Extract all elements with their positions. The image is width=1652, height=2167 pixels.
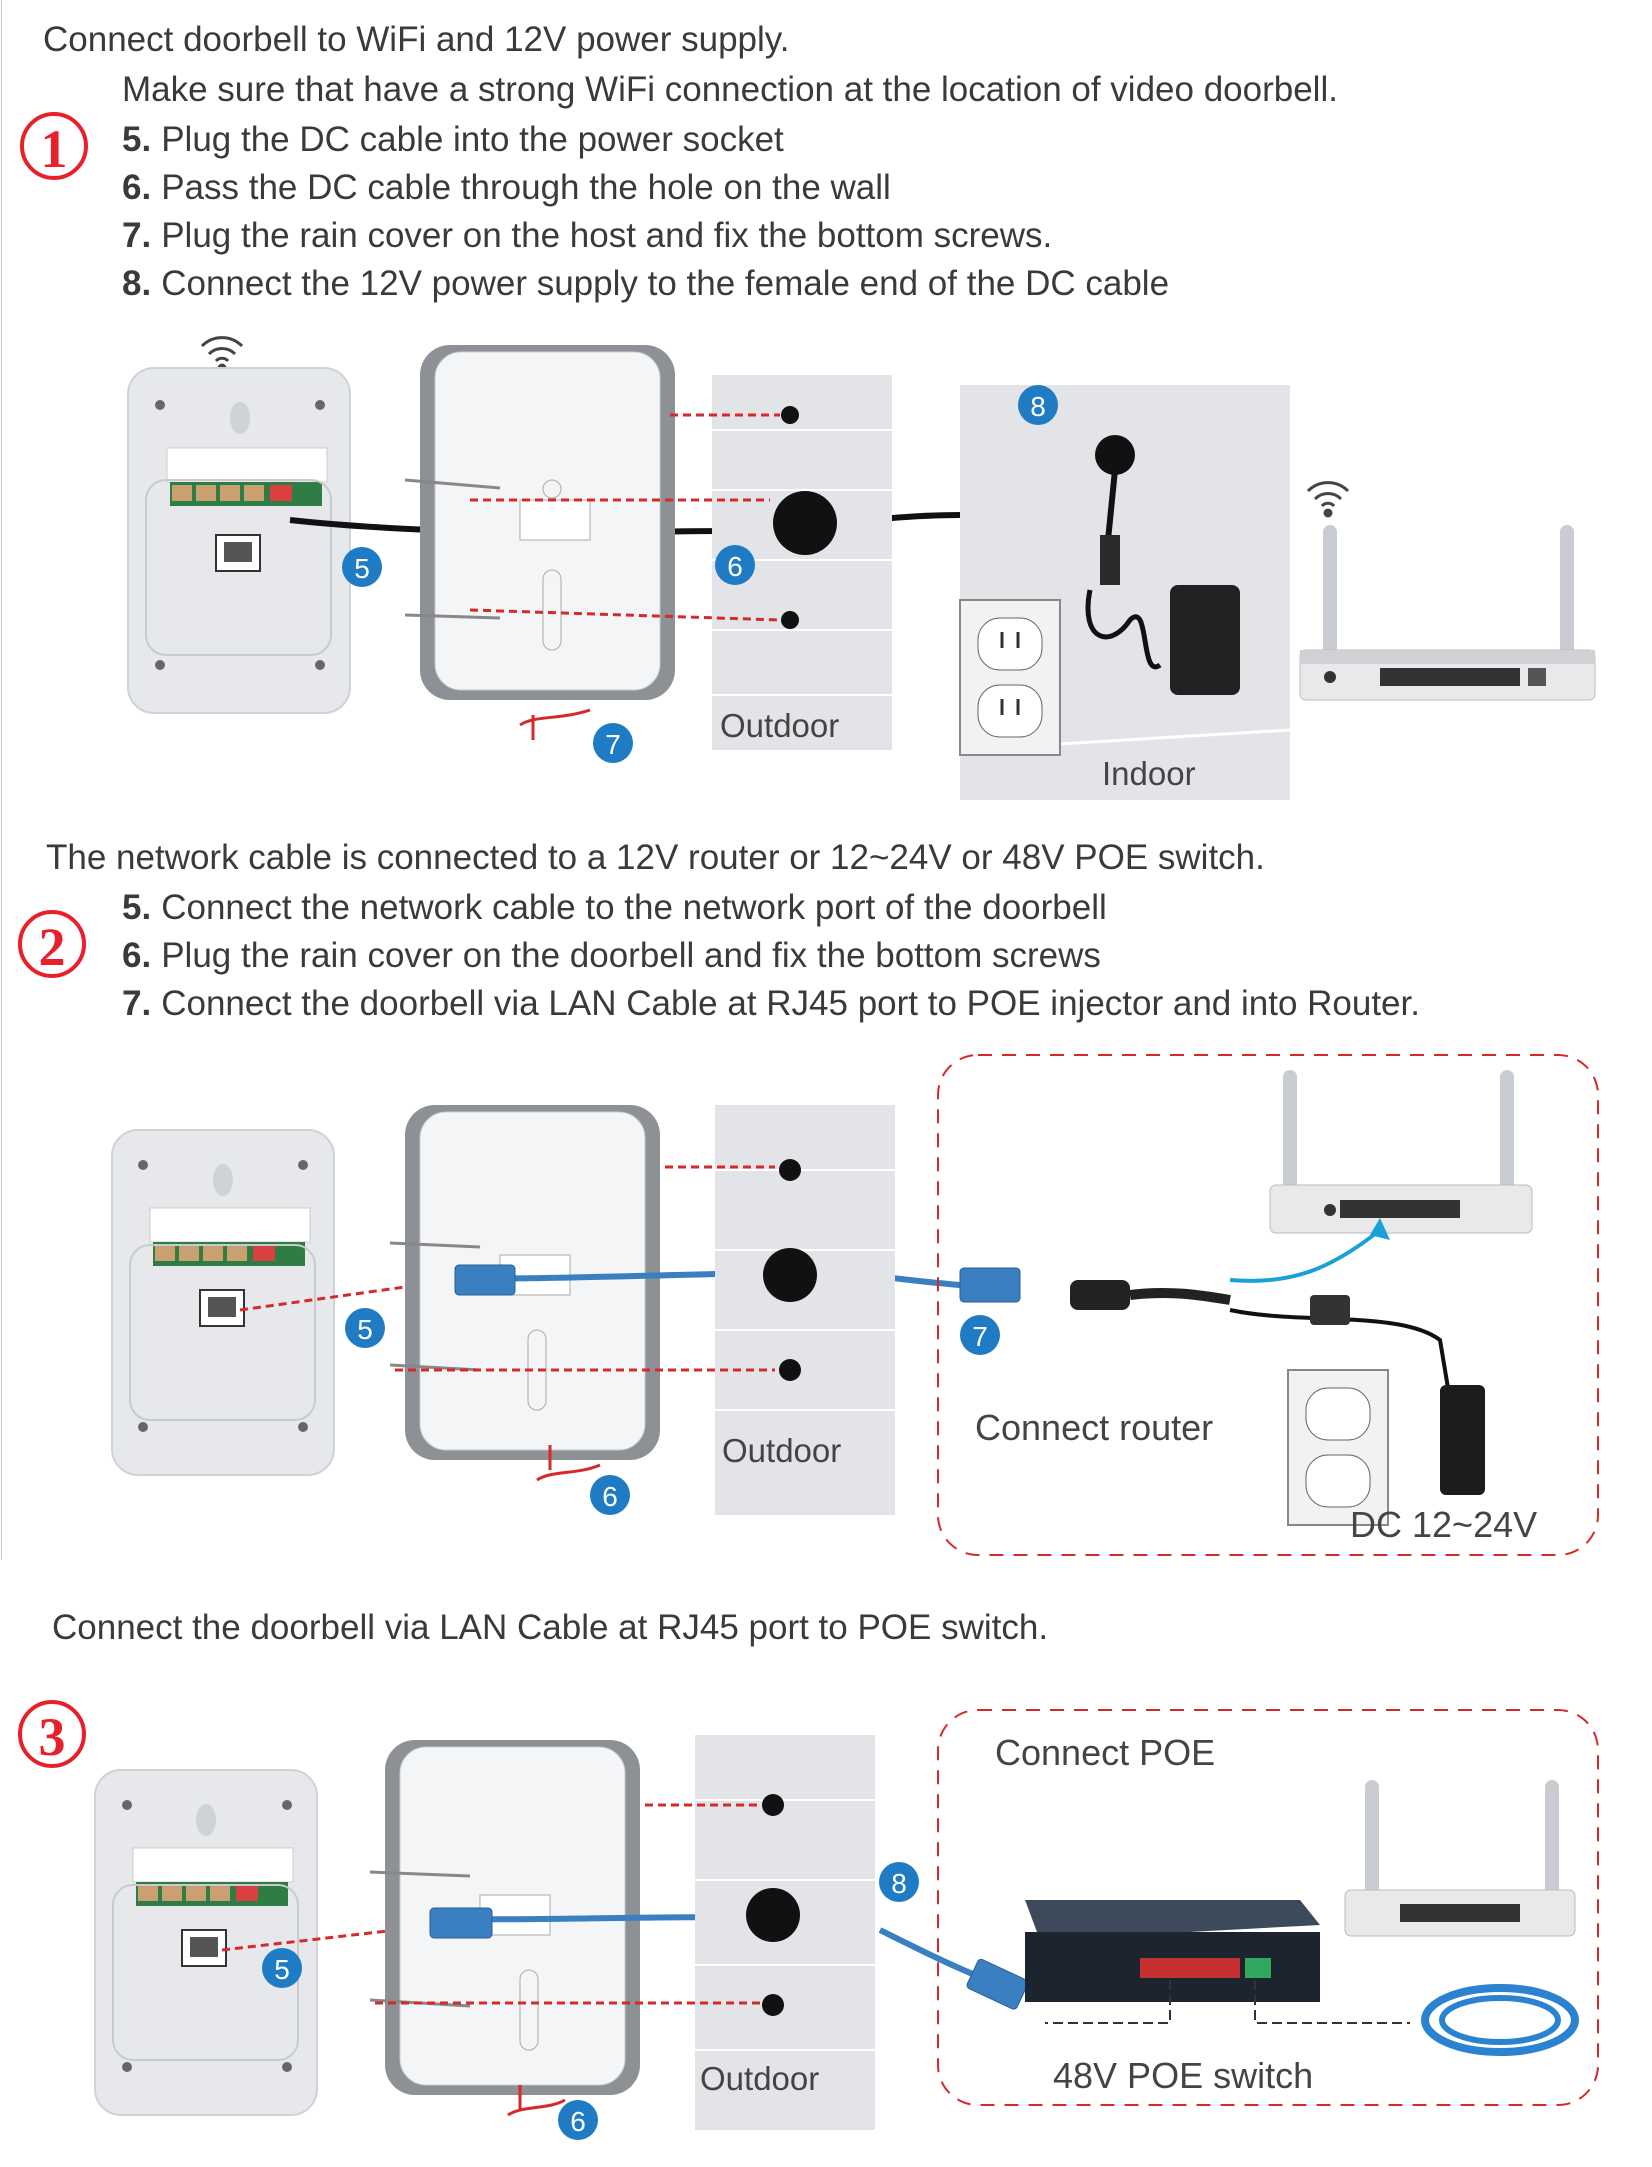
svg-text:6: 6 <box>602 1481 618 1512</box>
outdoor-wall <box>715 1105 895 1515</box>
poe-switch <box>1025 1900 1320 2002</box>
step-text: Connect the doorbell via LAN Cable at RJ… <box>161 984 1420 1023</box>
poe-area-box <box>937 1709 1599 2106</box>
section1-step-6: 6.Pass the DC cable through the hole on … <box>122 168 891 208</box>
step-number: 7. <box>122 216 152 255</box>
svg-text:7: 7 <box>605 729 621 760</box>
section2-badge-5: 5 <box>345 1308 385 1348</box>
svg-text:5: 5 <box>274 1954 290 1985</box>
section2-number-badge: 2 <box>18 910 86 978</box>
section1-step-5: 5.Plug the DC cable into the power socke… <box>122 120 784 160</box>
section1-badge-8: 8 <box>1018 385 1058 425</box>
section2-badge-7: 7 <box>960 1315 1000 1355</box>
svg-text:5: 5 <box>357 1314 373 1345</box>
section1-intro: Connect doorbell to WiFi and 12V power s… <box>43 20 790 59</box>
svg-text:6: 6 <box>570 2106 586 2137</box>
outdoor-label: Outdoor <box>722 1432 841 1469</box>
svg-text:7: 7 <box>972 1321 988 1352</box>
step-text: Pass the DC cable through the hole on th… <box>161 168 891 207</box>
step-number: 8. <box>122 264 152 303</box>
section3-diagram: Outdoor Connect POE 48V POE switch 5 6 8 <box>94 1709 1599 2140</box>
left-border-line <box>1 0 2 1560</box>
step-text: Connect the 12V power supply to the fema… <box>161 264 1170 303</box>
outdoor-label: Outdoor <box>700 2060 819 2097</box>
section1-step-8: 8.Connect the 12V power supply to the fe… <box>122 264 1169 304</box>
doorbell-device <box>94 1769 318 2116</box>
section1-diagram: Outdoor Indoor 5 6 7 8 <box>127 336 1596 800</box>
router-area-box <box>937 1054 1599 1556</box>
step-number: 6. <box>122 168 152 207</box>
svg-text:8: 8 <box>1030 391 1046 422</box>
section3-badge-6: 6 <box>558 2100 598 2140</box>
dc-voltage-label: DC 12~24V <box>1350 1504 1537 1545</box>
poe-switch-label: 48V POE switch <box>1053 2055 1313 2096</box>
section2-badge-6: 6 <box>590 1475 630 1515</box>
router-device <box>1269 1070 1533 1234</box>
poe-injector <box>1070 1218 1485 1495</box>
svg-text:6: 6 <box>727 551 743 582</box>
svg-text:8: 8 <box>891 1868 907 1899</box>
doorbell-device <box>127 367 351 714</box>
indoor-label: Indoor <box>1102 755 1196 792</box>
wifi-icon <box>200 336 244 373</box>
wall-outlet <box>959 599 1061 756</box>
section3-intro: Connect the doorbell via LAN Cable at RJ… <box>52 1608 1049 1647</box>
connect-poe-label: Connect POE <box>995 1732 1215 1773</box>
lan-cable <box>1421 1984 1579 2056</box>
outdoor-label: Outdoor <box>720 707 839 744</box>
step-text: Plug the DC cable into the power socket <box>161 120 784 159</box>
rain-cover <box>404 345 675 700</box>
power-adapter <box>1085 585 1240 695</box>
step-text: Connect the network cable to the network… <box>161 888 1107 927</box>
router-device <box>1299 481 1596 701</box>
section1-badge-6: 6 <box>715 545 755 585</box>
section3-number-badge: 3 <box>18 1700 86 1768</box>
wall-outlet <box>1287 1369 1389 1526</box>
step-number: 5. <box>122 888 152 927</box>
section1-badge-5: 5 <box>342 547 382 587</box>
step-number: 6. <box>122 936 152 975</box>
section2-diagram: Outdoor Connect router DC 12~24V 5 6 7 <box>111 1054 1599 1556</box>
step-text: Plug the rain cover on the host and fix … <box>161 216 1053 255</box>
section2-step-5: 5.Connect the network cable to the netwo… <box>122 888 1107 928</box>
connect-router-label: Connect router <box>975 1407 1213 1448</box>
section3-badge-5: 5 <box>262 1948 302 1988</box>
section2-step-6: 6.Plug the rain cover on the doorbell an… <box>122 936 1101 976</box>
svg-text:5: 5 <box>354 553 370 584</box>
section1-note: Make sure that have a strong WiFi connec… <box>122 70 1338 109</box>
doorbell-device <box>111 1129 335 1476</box>
section3-badge-8: 8 <box>879 1862 919 1902</box>
section1-badge-7: 7 <box>593 723 633 763</box>
wifi-icon <box>1306 481 1350 518</box>
router-device <box>1344 1780 1576 1937</box>
rain-cover <box>389 1105 660 1460</box>
section2-step-7: 7.Connect the doorbell via LAN Cable at … <box>122 984 1420 1024</box>
step-text: Plug the rain cover on the doorbell and … <box>161 936 1101 975</box>
section1-number-badge: 1 <box>20 112 88 180</box>
step-number: 7. <box>122 984 152 1023</box>
step-number: 5. <box>122 120 152 159</box>
section2-intro: The network cable is connected to a 12V … <box>46 838 1265 877</box>
section1-step-7: 7.Plug the rain cover on the host and fi… <box>122 216 1052 256</box>
